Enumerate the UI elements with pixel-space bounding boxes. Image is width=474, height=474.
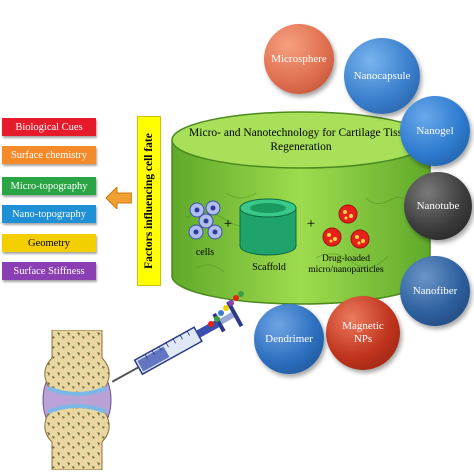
knee-joint-icon bbox=[42, 330, 112, 470]
factor-surface-stiffness: Surface Stiffness bbox=[2, 262, 96, 280]
carrier-label: NPs bbox=[353, 333, 373, 345]
factor-label: Geometry bbox=[28, 237, 70, 249]
carrier-label: Magnetic bbox=[342, 320, 384, 332]
factor-label: Micro-topography bbox=[10, 180, 88, 192]
factor-label: Surface chemistry bbox=[10, 149, 88, 161]
factor-label: Biological Cues bbox=[15, 121, 83, 133]
carrier-label: Dendrimer bbox=[265, 332, 313, 345]
carrier-nanotube: Nanotube bbox=[404, 172, 472, 240]
carrier-nanocapsule: Nanocapsule bbox=[344, 38, 420, 114]
cylinder-title: Micro- and Nanotechnology for Cartilage … bbox=[189, 127, 413, 153]
carrier-label: Nanogel bbox=[416, 124, 454, 137]
factor-surface-chemistry: Surface chemistry bbox=[2, 146, 96, 164]
scaffold-label: Scaffold bbox=[252, 262, 286, 273]
carrier-microsphere: Microsphere bbox=[264, 24, 334, 94]
plus-sign: + bbox=[223, 216, 233, 232]
factor-micro-topography: Micro-topography bbox=[2, 177, 96, 195]
carrier-dendrimer: Dendrimer bbox=[254, 304, 324, 374]
left-arrow-icon bbox=[106, 187, 132, 209]
particles-icon bbox=[322, 204, 370, 249]
drug-label-line1: Drug-loaded bbox=[321, 254, 370, 264]
carrier-nanofiber: Nanofiber bbox=[400, 256, 470, 326]
factor-nano-topography: Nano-topography bbox=[2, 205, 96, 223]
factor-geometry: Geometry bbox=[2, 234, 96, 252]
cells-icon bbox=[188, 200, 223, 240]
carrier-label: Nanotube bbox=[416, 199, 460, 212]
scaffold-icon bbox=[239, 198, 297, 256]
factor-label: Nano-topography bbox=[11, 208, 87, 220]
carrier-magnetic-nps: Magnetic NPs bbox=[326, 296, 400, 370]
plus-sign: + bbox=[306, 216, 316, 232]
factor-label: Surface Stiffness bbox=[13, 265, 85, 277]
carrier-label: Microsphere bbox=[271, 52, 327, 65]
drug-label-line2: micro/nanoparticles bbox=[308, 265, 384, 275]
carrier-label: Nanocapsule bbox=[353, 69, 411, 82]
factors-label-text: Factors influencing cell fate bbox=[143, 133, 155, 269]
cells-label: cells bbox=[195, 247, 215, 258]
factors-vertical-label: Factors influencing cell fate bbox=[137, 116, 161, 286]
factor-biological-cues: Biological Cues bbox=[2, 118, 96, 136]
cylinder bbox=[171, 111, 431, 305]
carrier-label: Nanofiber bbox=[412, 284, 458, 297]
carrier-nanogel: Nanogel bbox=[400, 96, 470, 166]
particle-stream-icon bbox=[208, 291, 244, 327]
